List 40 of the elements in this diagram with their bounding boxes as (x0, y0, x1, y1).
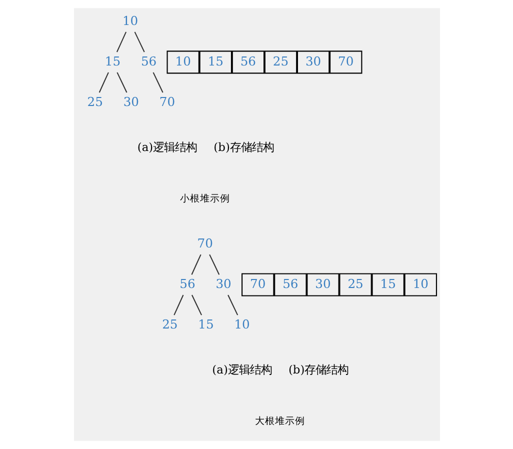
connector (190, 294, 202, 316)
node-text: 30 (215, 277, 231, 292)
node-box: 15 (371, 273, 404, 296)
node-box: 70 (329, 50, 362, 74)
label: (a)逻辑结构 (212, 362, 272, 377)
node-box: 30 (296, 50, 330, 74)
node-text: 56 (140, 54, 156, 68)
node-box: 10 (404, 273, 436, 296)
connector (227, 294, 238, 316)
label: (b)存储结构 (213, 140, 274, 154)
connector (116, 32, 126, 52)
node-text: 30 (122, 94, 139, 109)
node-text: 70 (158, 94, 175, 109)
node-box: 56 (231, 50, 264, 74)
label: (b)存储结构 (288, 362, 348, 377)
node-text: 25 (162, 317, 178, 332)
node-box: 25 (264, 50, 297, 74)
node-box: 10 (166, 50, 199, 74)
node-text: 56 (179, 277, 195, 292)
node-text: 70 (196, 236, 212, 251)
connector (134, 32, 144, 52)
connector (152, 72, 163, 93)
node-box: 30 (306, 273, 339, 296)
connector (208, 254, 220, 275)
connector (173, 294, 184, 316)
node-box: 25 (338, 273, 372, 296)
node-text: 10 (234, 317, 250, 332)
node-box: 15 (198, 50, 232, 74)
label: 大根堆示例 (254, 416, 304, 428)
node-text: 25 (86, 94, 102, 109)
connector (116, 72, 127, 93)
connector (98, 72, 108, 93)
node-text: 10 (122, 14, 138, 28)
node-text: 15 (198, 317, 214, 332)
node-text: 15 (104, 54, 120, 68)
label: 小根堆示例 (180, 193, 230, 204)
label: (a)逻辑结构 (136, 140, 197, 154)
connector (190, 254, 201, 275)
node-box: 56 (274, 273, 306, 296)
node-box: 70 (241, 273, 274, 296)
